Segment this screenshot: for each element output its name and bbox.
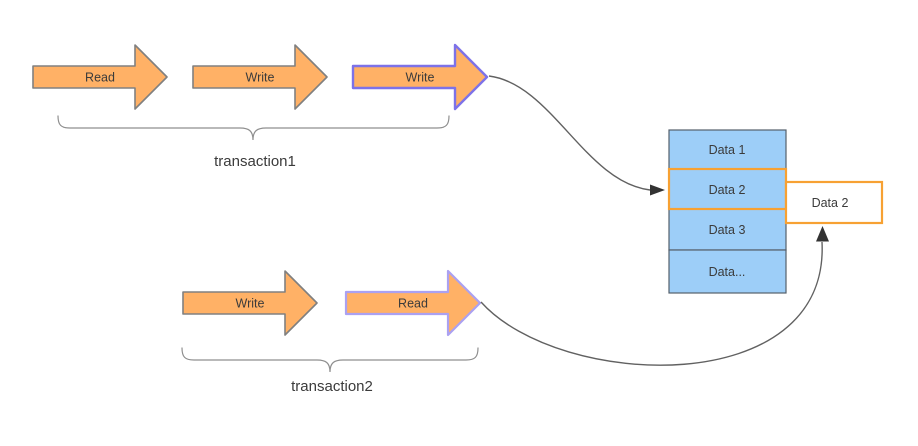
data-table-row-2: Data 2 <box>668 168 787 210</box>
t2-read-to-result-connector <box>480 241 823 366</box>
block-arrow-shape <box>351 43 489 111</box>
table-cell-label: Data 2 <box>709 183 746 197</box>
t1-step-write1-arrow: Write <box>192 44 328 110</box>
arrow-label: Write <box>406 71 435 85</box>
t1-step-read-arrow: Read <box>32 44 168 110</box>
data-table-group: Data 1 Data 2 Data 3 Data... <box>667 129 788 294</box>
transaction2-label: transaction2 <box>291 378 373 395</box>
table-cell-label: Data 3 <box>709 223 746 237</box>
t1-step-write2-arrow-highlighted: Write <box>351 43 489 111</box>
block-arrow-shape <box>192 44 328 110</box>
table-cell-label: Data 1 <box>709 143 746 157</box>
arrow-label: Write <box>246 71 275 85</box>
transaction1-label: transaction1 <box>214 153 296 170</box>
table-cell <box>668 249 787 294</box>
block-arrow-shape <box>344 269 482 337</box>
transaction1-brace <box>57 115 450 141</box>
block-arrow-shape <box>182 270 318 336</box>
result-box <box>784 180 884 225</box>
transaction2-group: Write Read transaction2 <box>181 269 482 395</box>
data-table-row-4: Data... <box>668 249 787 294</box>
result-box-label: Data 2 <box>812 196 849 210</box>
connectors-group <box>480 75 829 366</box>
t1-connector-arrowhead-icon <box>650 184 665 196</box>
t2-step-read-arrow-highlighted: Read <box>344 269 482 337</box>
result-box-group: Data 2 <box>784 180 884 225</box>
transaction1-group: Read Write Write transaction1 <box>32 43 489 170</box>
block-arrow-shape <box>32 44 168 110</box>
data-table-row-1: Data 1 <box>668 129 787 170</box>
table-cell-label: Data... <box>709 265 746 279</box>
t2-connector-arrowhead-icon <box>816 226 829 242</box>
arrow-label: Read <box>85 71 115 85</box>
arrow-label: Write <box>236 297 265 311</box>
t2-step-write-arrow: Write <box>182 270 318 336</box>
transaction2-brace <box>181 347 479 373</box>
table-cell <box>668 208 787 251</box>
t1-write-to-data2-connector <box>488 75 651 191</box>
arrow-label: Read <box>398 297 428 311</box>
table-cell <box>668 129 787 170</box>
data-table-row-3: Data 3 <box>668 208 787 251</box>
